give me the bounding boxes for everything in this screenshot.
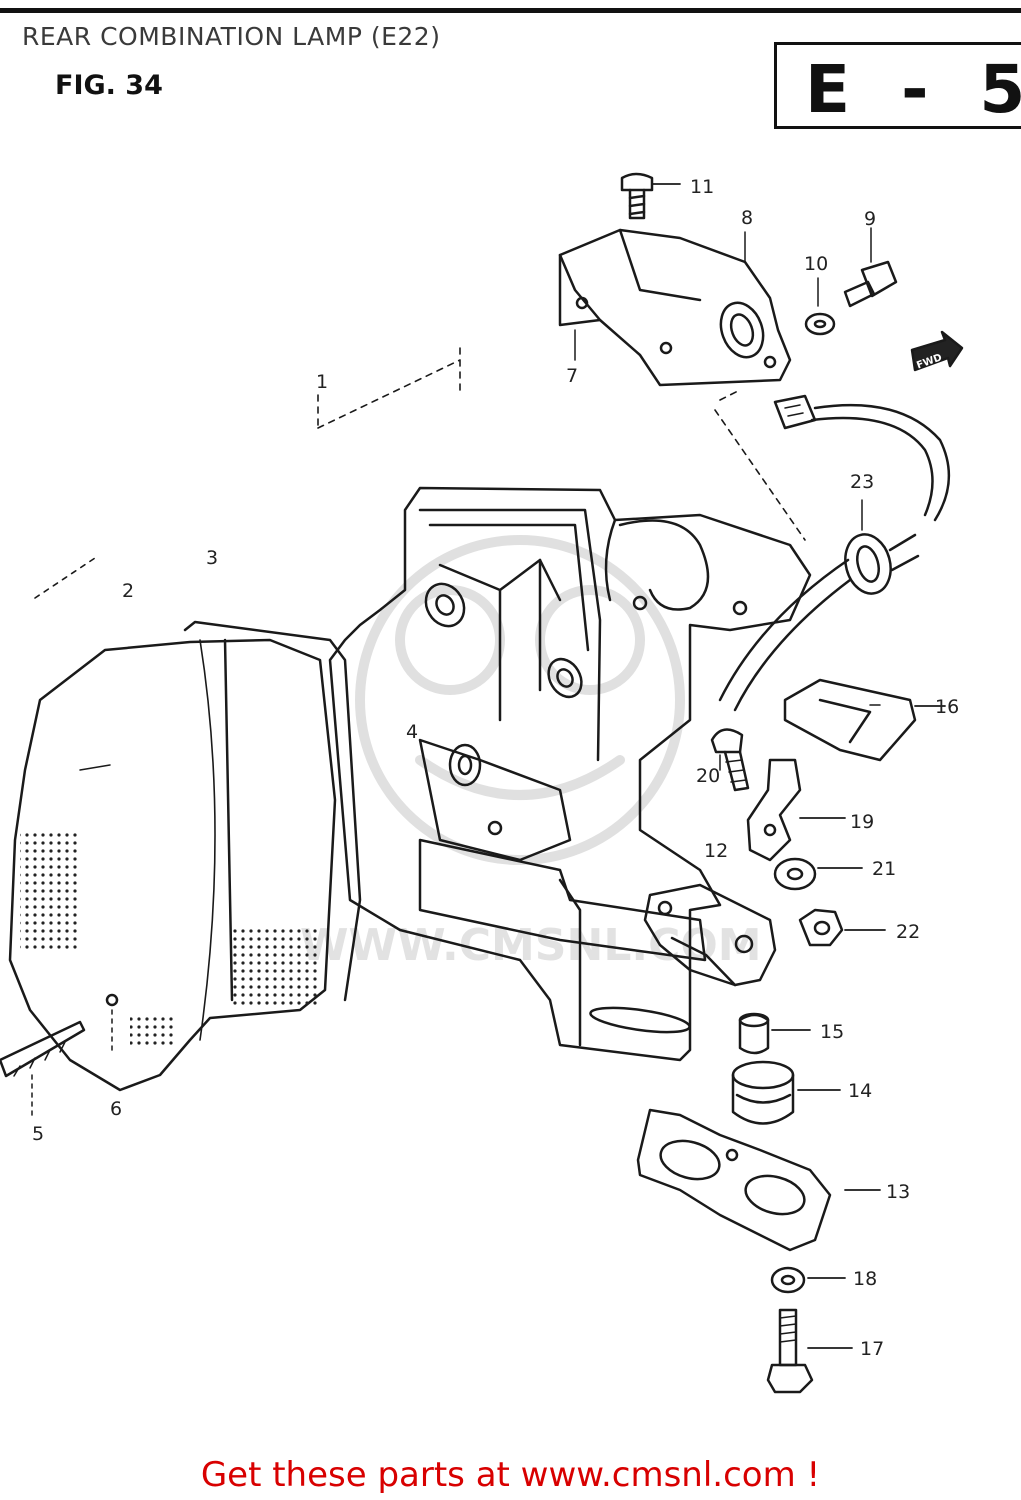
- leader-2: [34, 555, 99, 599]
- figure-number: FIG. 34: [55, 70, 163, 101]
- part-number-12[interactable]: 12: [704, 840, 728, 862]
- part-11-screw[interactable]: [620, 172, 681, 220]
- part-14-cushion[interactable]: [731, 1060, 841, 1125]
- part-number-4[interactable]: 4: [406, 721, 418, 743]
- part-21-washer[interactable]: [773, 857, 863, 891]
- part-8-bracket[interactable]: [558, 228, 792, 387]
- part-15-collar[interactable]: [738, 1012, 811, 1055]
- watermark-logo: [355, 535, 685, 865]
- part-22-nut[interactable]: [798, 908, 886, 947]
- fwd-arrow-icon: [910, 330, 964, 372]
- part-number-3[interactable]: 3: [206, 547, 218, 569]
- part-9-bolt[interactable]: [843, 227, 898, 308]
- part-16-cushion[interactable]: [783, 678, 946, 762]
- part-number-17[interactable]: 17: [860, 1338, 884, 1360]
- part-number-11[interactable]: 11: [690, 176, 714, 198]
- part-5-screw[interactable]: [0, 1020, 86, 1116]
- part-number-18[interactable]: 18: [853, 1268, 877, 1290]
- part-number-1[interactable]: 1: [316, 371, 328, 393]
- part-number-7[interactable]: 7: [566, 365, 578, 387]
- footer-link[interactable]: Get these parts at www.cmsnl.com !: [200, 1455, 821, 1495]
- page-title: REAR COMBINATION LAMP (E22): [22, 22, 441, 51]
- part-19-plate[interactable]: [746, 758, 846, 862]
- part-number-2[interactable]: 2: [122, 580, 134, 602]
- part-20-bolt[interactable]: [710, 728, 750, 792]
- part-number-5[interactable]: 5: [32, 1123, 44, 1145]
- part-number-19[interactable]: 19: [850, 811, 874, 833]
- part-18-washer[interactable]: [770, 1266, 846, 1294]
- part-number-21[interactable]: 21: [872, 858, 896, 880]
- part-number-22[interactable]: 22: [896, 921, 920, 943]
- part-12-clamp[interactable]: [643, 883, 777, 987]
- part-17-bolt[interactable]: [766, 1308, 853, 1394]
- part-number-14[interactable]: 14: [848, 1080, 872, 1102]
- part-13-plate[interactable]: [636, 1108, 881, 1252]
- part-23-wire-harness[interactable]: [718, 394, 951, 712]
- part-number-6[interactable]: 6: [110, 1098, 122, 1120]
- part-number-20[interactable]: 20: [696, 765, 720, 787]
- section-code: E - 5: [805, 51, 1021, 128]
- section-code-box: E - 5: [774, 42, 1021, 129]
- part-4-housing[interactable]: [328, 486, 812, 1062]
- part-number-10[interactable]: 10: [804, 253, 828, 275]
- part-number-16[interactable]: 16: [935, 696, 959, 718]
- part-10-washer[interactable]: [804, 277, 836, 336]
- part-number-15[interactable]: 15: [820, 1021, 844, 1043]
- part-number-8[interactable]: 8: [741, 207, 753, 229]
- watermark-text: WWW.CMSNL.COM: [300, 920, 762, 971]
- top-rule: [0, 8, 1021, 13]
- part-6-lens[interactable]: [8, 620, 362, 1092]
- part-number-9[interactable]: 9: [864, 208, 876, 230]
- part-number-13[interactable]: 13: [886, 1181, 910, 1203]
- part-number-23[interactable]: 23: [850, 471, 874, 493]
- part-1-group-bracket: [317, 347, 461, 429]
